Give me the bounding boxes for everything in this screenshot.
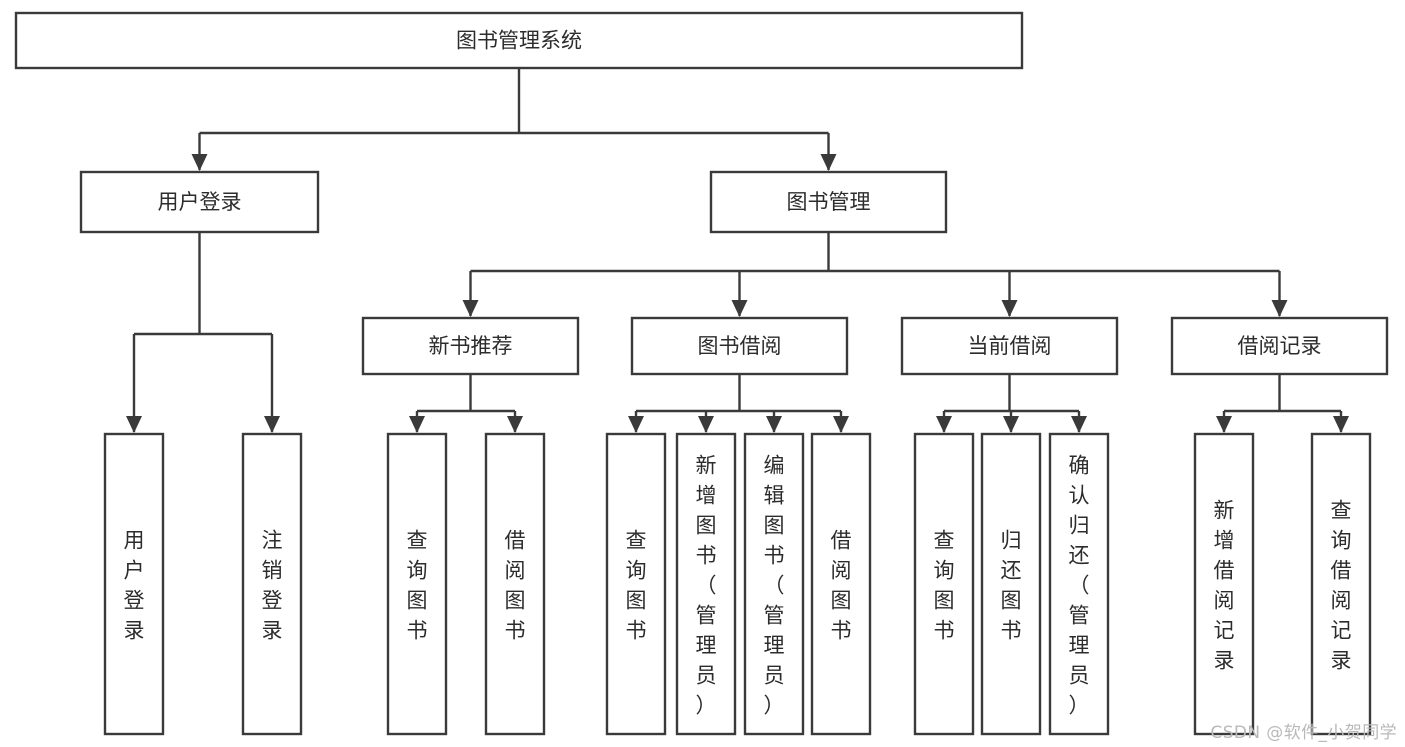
arrow-head-icon [1333, 416, 1349, 433]
node-leaf-7-rect [810, 432, 872, 736]
node-leaf-6[interactable]: 编辑图书（管理员） [743, 432, 805, 736]
node-leaf-11[interactable]: 新增借阅记录 [1193, 432, 1255, 736]
arrow-head-icon [1003, 416, 1019, 433]
node-level2-3[interactable]: 借阅记录 [1170, 316, 1389, 376]
node-layer: 图书管理系统用户登录图书管理新书推荐图书借阅当前借阅借阅记录用户登录注销登录查询… [14, 11, 1389, 736]
node-leaf-3[interactable]: 借阅图书 [484, 432, 546, 736]
csdn-watermark: CSDN @软件_小贺同学 [1210, 723, 1397, 743]
node-level2-0-label: 新书推荐 [429, 334, 513, 358]
arrow-head-icon [126, 416, 142, 433]
connector-layer [126, 68, 1349, 433]
node-level1-1-rect [709, 170, 948, 234]
arrow-head-icon [936, 416, 952, 433]
node-level2-0[interactable]: 新书推荐 [361, 316, 580, 376]
node-leaf-6-rect [743, 432, 805, 736]
node-leaf-12[interactable]: 查询借阅记录 [1310, 432, 1372, 736]
node-leaf-7-label: 借阅图书 [831, 528, 852, 642]
node-leaf-1-label: 注销登录 [262, 528, 283, 642]
node-leaf-1-rect [241, 432, 303, 736]
node-leaf-5[interactable]: 新增图书（管理员） [675, 432, 737, 736]
arrow-head-icon [462, 300, 479, 317]
arrow-head-icon [1071, 416, 1087, 433]
node-leaf-10[interactable]: 确认归还（管理员） [1048, 432, 1110, 736]
node-leaf-4-label: 查询图书 [626, 528, 647, 642]
arrow-head-icon [409, 416, 425, 433]
node-level2-3-label: 借阅记录 [1238, 334, 1322, 358]
arrow-head-icon [731, 300, 748, 317]
node-leaf-2[interactable]: 查询图书 [386, 432, 448, 736]
node-level1-0[interactable]: 用户登录 [79, 170, 320, 234]
node-leaf-2-rect [386, 432, 448, 736]
node-leaf-0[interactable]: 用户登录 [103, 432, 165, 736]
node-level1-0-rect [79, 170, 320, 234]
node-leaf-11-label: 新增借阅记录 [1214, 498, 1235, 672]
node-level1-0-label: 用户登录 [158, 190, 242, 214]
node-leaf-9-label: 归还图书 [1001, 528, 1022, 642]
node-level2-1[interactable]: 图书借阅 [630, 316, 849, 376]
arrow-head-icon [264, 416, 280, 433]
arrow-head-icon [833, 416, 849, 433]
node-level2-3-rect [1170, 316, 1389, 376]
node-level1-1[interactable]: 图书管理 [709, 170, 948, 234]
arrow-head-icon [507, 416, 523, 433]
node-leaf-4-rect [605, 432, 667, 736]
node-leaf-6-label: 编辑图书（管理员） [764, 453, 785, 717]
node-leaf-8-rect [913, 432, 975, 736]
node-level2-2-rect [900, 316, 1119, 376]
node-level2-1-rect [630, 316, 849, 376]
node-root-system-label: 图书管理系统 [456, 29, 582, 53]
node-leaf-8-label: 查询图书 [934, 528, 955, 642]
node-leaf-2-label: 查询图书 [407, 528, 428, 642]
node-leaf-10-label: 确认归还（管理员） [1069, 453, 1090, 717]
node-leaf-3-label: 借阅图书 [505, 528, 526, 642]
node-root-system[interactable]: 图书管理系统 [14, 11, 1024, 70]
node-leaf-1[interactable]: 注销登录 [241, 432, 303, 736]
arrow-head-icon [1216, 416, 1232, 433]
node-level1-1-label: 图书管理 [787, 190, 871, 214]
arrow-head-icon [1001, 300, 1018, 317]
node-leaf-0-rect [103, 432, 165, 736]
node-leaf-10-rect [1048, 432, 1110, 736]
arrow-head-icon [698, 416, 714, 433]
node-leaf-0-label: 用户登录 [124, 528, 145, 642]
node-level2-2[interactable]: 当前借阅 [900, 316, 1119, 376]
node-level2-2-label: 当前借阅 [968, 334, 1052, 358]
node-root-system-rect [14, 11, 1024, 70]
node-leaf-5-label: 新增图书（管理员） [696, 453, 717, 717]
arrow-head-icon [191, 154, 208, 171]
node-leaf-12-label: 查询借阅记录 [1331, 498, 1352, 672]
arrow-head-icon [628, 416, 644, 433]
node-level2-0-rect [361, 316, 580, 376]
node-leaf-9-rect [980, 432, 1042, 736]
arrow-head-icon [820, 154, 837, 171]
node-leaf-9[interactable]: 归还图书 [980, 432, 1042, 736]
node-leaf-3-rect [484, 432, 546, 736]
node-leaf-4[interactable]: 查询图书 [605, 432, 667, 736]
node-leaf-12-rect [1310, 432, 1372, 736]
node-leaf-7[interactable]: 借阅图书 [810, 432, 872, 736]
arrow-head-icon [766, 416, 782, 433]
arrow-head-icon [1271, 300, 1288, 317]
node-leaf-11-rect [1193, 432, 1255, 736]
node-leaf-8[interactable]: 查询图书 [913, 432, 975, 736]
node-leaf-5-rect [675, 432, 737, 736]
node-level2-1-label: 图书借阅 [698, 334, 782, 358]
